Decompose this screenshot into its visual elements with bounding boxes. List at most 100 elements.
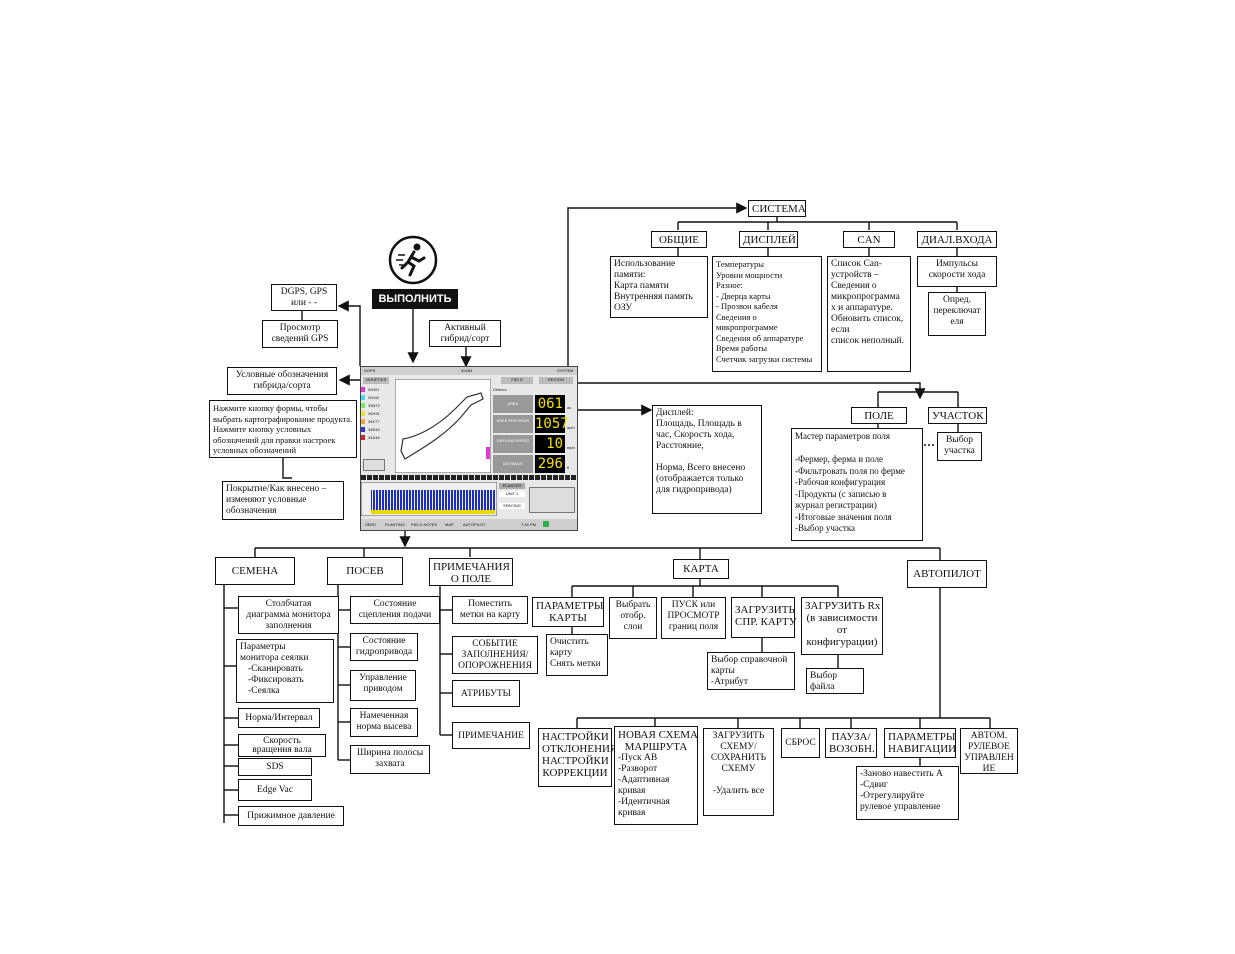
tab-region[interactable]: REGION — [539, 377, 573, 384]
avto-novaya-line: -Разворот — [618, 764, 658, 774]
avto-zagr-line: СОХРАНИТЬ — [710, 753, 767, 763]
primech-line: метки на карту — [459, 610, 521, 620]
vybor-uchastka-box: Выбор участка — [937, 432, 982, 461]
varieties-button[interactable]: VARIETIES — [363, 377, 389, 384]
avto-nastr-line: НАСТРОЙКИ — [542, 731, 609, 743]
run-button[interactable]: ВЫПОЛНИТЬ — [372, 289, 458, 309]
primech-line: СОБЫТИЕ — [472, 639, 518, 649]
posev-item: Управление приводом — [350, 670, 416, 701]
tab-seed[interactable]: SEED — [365, 522, 376, 527]
posev-line: приводом — [363, 684, 403, 694]
legend-swatch — [361, 395, 365, 400]
avto-novaya-line: -Пуск АВ — [618, 753, 658, 763]
karta-zagr-spr-sub-line: Выбор справочной — [711, 655, 788, 665]
dgps-line: DGPS, GPS — [280, 287, 328, 297]
section-selector[interactable] — [529, 487, 575, 513]
semena-line: заполнения — [265, 621, 312, 631]
displei-line: Уровни мощности — [716, 269, 783, 280]
can-line: Обновить список, если — [831, 314, 904, 335]
displei-line: Время работы — [716, 343, 768, 353]
uchastok-title: УЧАСТОК — [928, 407, 987, 424]
legend-label: 33N72 — [368, 403, 380, 408]
avto-nastr-line: КОРРЕКЦИИ — [542, 767, 608, 779]
screen-status-text: Defines — [493, 387, 507, 392]
prosmotr-gps-box: Просмотр сведений GPS — [262, 320, 338, 348]
primech-title-line: О ПОЛЕ — [450, 573, 492, 585]
avto-param-nav-line: НАВИГАЦИИ — [888, 743, 957, 755]
posev-item: Ширина полосы захвата — [350, 745, 430, 774]
metric-label: AREA PER HOUR — [493, 415, 533, 433]
karta-zagr-rx-sub-line: файла — [810, 682, 835, 692]
legend-label: 34H31 — [368, 411, 380, 416]
karta-vybrat-sloi: Выбрать отобр. слои — [609, 597, 657, 639]
karta-pusk-line: ПРОСМОТР — [667, 611, 720, 621]
karta-param-sub-line: карту — [550, 648, 573, 658]
karta-zagr-rx-line: (в зависимости — [806, 612, 878, 624]
posev-line: сцепления подачи — [358, 610, 432, 620]
posev-item: Состояние сцепления подачи — [350, 596, 440, 624]
karta-zagr-rx-sub-line: Выбор — [810, 671, 838, 681]
uslov-oboznach-box: Условные обозначения гибрида/сорта — [227, 367, 337, 395]
pole-line: Мастер параметров поля — [795, 431, 891, 441]
avto-avtom-rulevoe: АВТОМ. РУЛЕВОЕ УПРАВЛЕН ИЕ — [960, 728, 1018, 774]
field-map[interactable] — [395, 379, 491, 473]
karta-vybrat-line: отобр. — [620, 611, 646, 621]
karta-zagr-spr-sub-line: карты — [711, 666, 735, 676]
karta-vybrat-line: Выбрать — [615, 600, 651, 610]
semena-item: Столбчатая диаграмма монитора заполнения — [238, 596, 339, 634]
tab-planting[interactable]: PLANTING — [385, 522, 406, 527]
can-line: Сведения о микропрограмма — [831, 281, 900, 302]
semena-item: Скорость вращения вала — [238, 734, 326, 757]
legend-label: 20042 — [368, 395, 380, 400]
tab-field-notes[interactable]: FIELD NOTES — [411, 522, 438, 527]
karta-zagr-rx-sub: Выбор файла — [806, 668, 864, 694]
karta-zagr-rx-line: ЗАГРУЗИТЬ Rx — [805, 600, 881, 612]
tab-20483[interactable]: 20483 — [461, 368, 473, 373]
tab-map[interactable]: MAP — [445, 522, 454, 527]
screen-top-tabs: DGPS 20483 SYSTEM — [361, 367, 577, 375]
dial-title: ДИАЛ.ВХОДА — [917, 231, 997, 248]
metric-label: GROUND SPEED — [493, 435, 533, 453]
avto-zagr-line: -Удалить все — [712, 786, 765, 796]
display-note-line: Площадь, Площадь в — [656, 419, 742, 429]
avto-zagr-shemu: ЗАГРУЗИТЬ СХЕМУ/ СОХРАНИТЬ СХЕМУ -Удалит… — [703, 728, 774, 816]
metric-label: AREA — [493, 395, 533, 413]
displei-line: - Дверца карты — [716, 290, 771, 301]
posev-item: Намеченная норма высева — [350, 708, 418, 737]
obshie-line: Использование памяти: — [614, 259, 676, 280]
tab-autopilot[interactable]: AUTOPILOT — [463, 522, 486, 527]
obshie-details: Использование памяти: Карта памяти Внутр… — [610, 256, 708, 318]
displei-line: Счетчик загрузки системы — [716, 353, 813, 364]
display-note-line: Дисплей: — [656, 408, 694, 418]
avto-sbros: СБРОС — [781, 728, 820, 758]
avto-avtom-line: РУЛЕВОЕ — [968, 742, 1010, 752]
displei-line: Разное: — [716, 280, 743, 290]
legend-swatch — [361, 387, 365, 392]
variety-legend: 00001 20042 33N72 34H31 34K77 34B15 34A1… — [361, 387, 391, 459]
semena-line: -Сканировать — [248, 664, 303, 674]
zoom-control[interactable] — [363, 459, 385, 471]
legend-swatch — [361, 411, 365, 416]
posev-line: Состояние — [373, 599, 417, 609]
pole-line: журнал регистрации) — [795, 500, 877, 510]
avto-param-nav-line: ПАРАМЕТРЫ — [888, 731, 956, 743]
avto-novaya-line: НОВАЯ СХЕМА — [618, 729, 699, 741]
display-note-box: Дисплей: Площадь, Площадь в час, Скорост… — [652, 405, 762, 514]
pokrytie-line: изменяют условные — [226, 495, 307, 505]
metric-value: 061 — [535, 395, 565, 413]
obshie-title: ОБЩИЕ — [651, 231, 707, 248]
legend-label: 34B15 — [368, 427, 380, 432]
primech-item: ПРИМЕЧАНИЕ — [452, 722, 530, 749]
tab-dgps[interactable]: DGPS — [364, 368, 376, 373]
pass-marker — [486, 447, 490, 459]
metric-value: 10 — [535, 435, 565, 453]
obshie-line: Внутренняя память ОЗУ — [614, 292, 693, 313]
posev-line: Ширина полосы — [356, 748, 424, 758]
legend-note-box: Нажмите кнопку формы, чтобы выбрать карт… — [209, 400, 357, 458]
karta-zagr-rx-line: от — [836, 624, 848, 636]
legend-label: 34K77 — [368, 419, 380, 424]
tab-field[interactable]: FIELD — [501, 377, 533, 384]
avto-novaya-line: МАРШРУТА — [624, 741, 688, 753]
tab-system[interactable]: SYSTEM — [557, 368, 574, 373]
running-man-icon[interactable] — [388, 235, 438, 285]
